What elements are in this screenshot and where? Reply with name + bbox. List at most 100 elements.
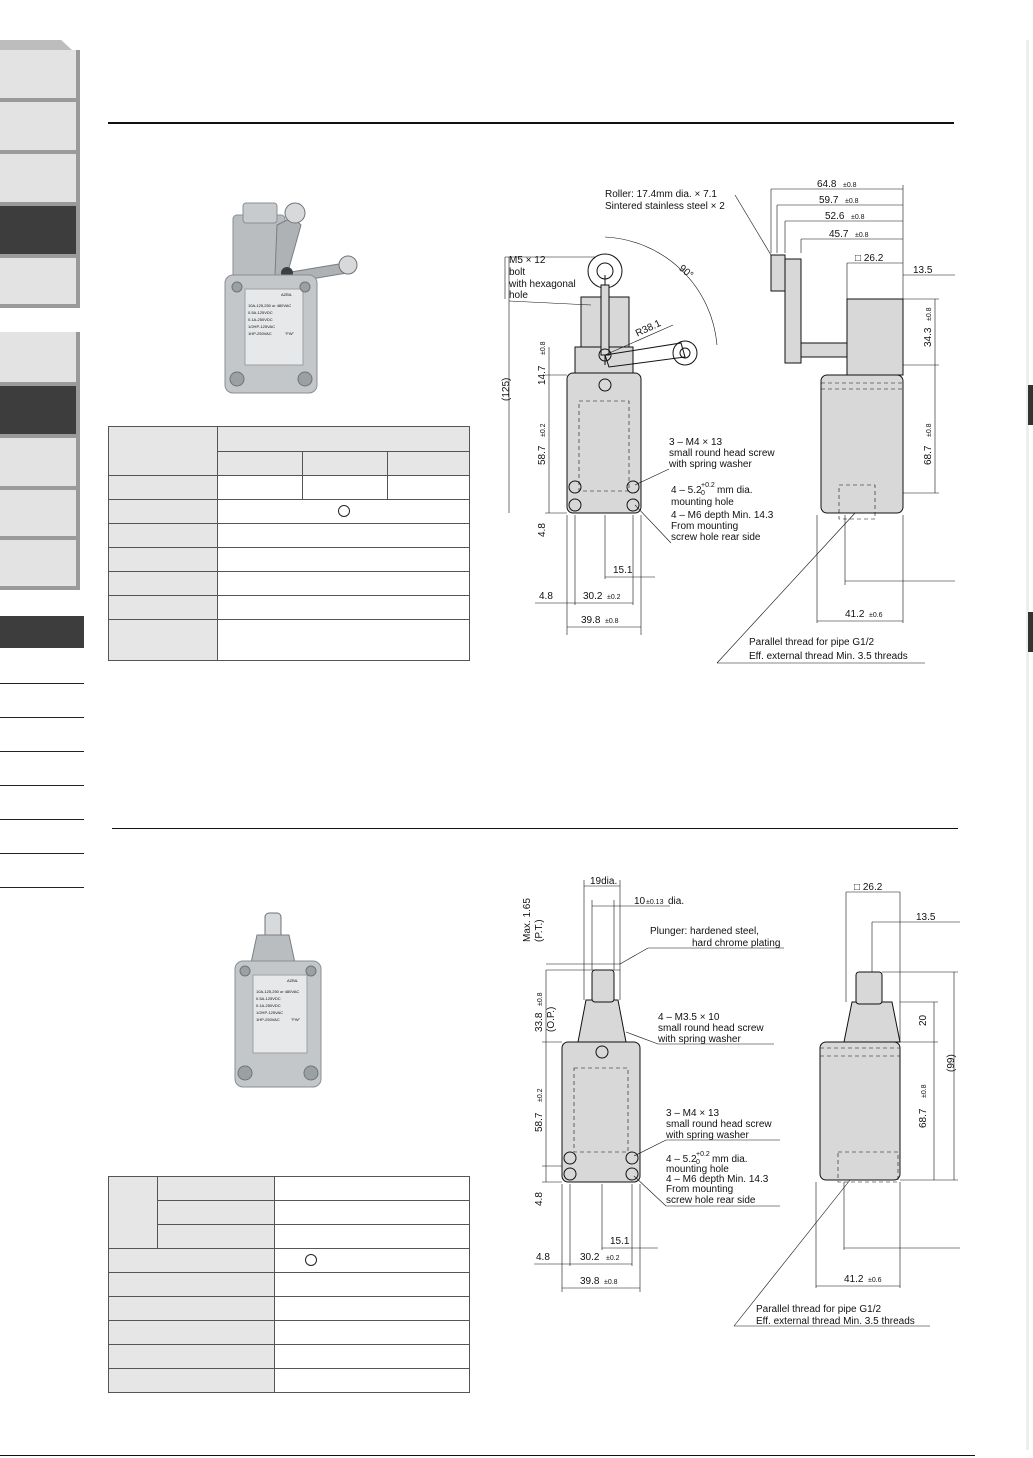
dim-tol: ±0.2 — [607, 594, 621, 601]
dim-41-2: 41.2 — [845, 609, 865, 620]
dim-15-1: 15.1 — [613, 565, 633, 576]
dim-59-7: 59.7 — [819, 195, 839, 206]
callout-thread: Eff. external thread Min. 3.5 threads — [756, 1316, 915, 1327]
photo-label-tag: "FW" — [285, 331, 295, 336]
table-cell — [387, 475, 470, 500]
section-rule-top — [108, 122, 954, 124]
dim-58-7: 58.7 — [537, 445, 548, 465]
table-row-label — [108, 1344, 275, 1369]
dim-26-2: □ 26.2 — [854, 882, 883, 893]
side-tab-7-active[interactable] — [0, 386, 80, 438]
side-nav-line[interactable] — [0, 887, 84, 888]
dim-tol: ±0.2 — [606, 1255, 620, 1262]
dim-68-7: 68.7 — [923, 445, 934, 465]
callout-mount: 4 – M6 depth Min. 14.3 — [666, 1174, 769, 1185]
dimension-drawing-plunger: 19dia. 10 ±0.13 dia. Max. 1.65 (P.T.) Pl… — [522, 876, 960, 1327]
side-nav-line[interactable] — [0, 717, 84, 718]
table-cell — [217, 571, 470, 596]
side-nav-line[interactable] — [0, 819, 84, 820]
side-tab-5[interactable] — [0, 258, 80, 308]
callout-screw-a: small round head screw — [658, 1023, 764, 1034]
photo-brand: AZBIL — [281, 292, 293, 297]
dim-19-dia: 19dia. — [590, 876, 617, 887]
dim-39-8: 39.8 — [580, 1276, 600, 1287]
dim-10-dia: 10 — [634, 896, 646, 907]
product-photo-plunger: AZBIL 10A-125,250 or 480VAC 0.5A-125VDC … — [225, 905, 335, 1095]
table-header-cell — [217, 426, 470, 452]
dim-13-5: 13.5 — [913, 265, 933, 276]
dim-tol: ±0.8 — [604, 1279, 618, 1286]
side-nav-line[interactable] — [0, 683, 84, 684]
table-cell — [217, 523, 470, 548]
table-cell — [274, 1344, 470, 1369]
table-cell — [274, 1248, 470, 1273]
dim-tol: ±0.8 — [843, 182, 857, 189]
section-rule-middle — [112, 828, 958, 829]
table-row-label — [108, 1248, 275, 1273]
dim-64-8: 64.8 — [817, 179, 837, 190]
side-tab-2[interactable] — [0, 102, 80, 154]
dim-tol: ±0.2 — [537, 1088, 544, 1102]
dim-33-8: 33.8 — [534, 1012, 545, 1032]
callout-mount-tol: +0.2 — [701, 482, 715, 489]
dim-angle: 90° — [676, 263, 695, 281]
table-header-cell — [108, 1176, 158, 1249]
side-tab-4-active[interactable] — [0, 206, 80, 258]
table-cell — [302, 475, 388, 500]
dim-4-8-vertical: 4.8 — [537, 523, 548, 537]
photo-label-line: 10A-125,250 or 480VAC — [256, 989, 299, 994]
table-cell — [274, 1272, 470, 1297]
dim-14-7: 14.7 — [537, 365, 548, 385]
dim-tol: ±0.8 — [605, 618, 619, 625]
photo-brand: AZBIL — [287, 978, 299, 983]
table-row-label — [108, 547, 218, 572]
callout-screw: with spring washer — [668, 459, 752, 470]
side-tab-6[interactable] — [0, 332, 80, 386]
callout-mount: 4 – 5.2 — [666, 1154, 697, 1165]
callout-mount: 4 – M6 depth Min. 14.3 — [671, 510, 774, 521]
photo-label-line: 1HP-250VAC — [256, 1017, 280, 1022]
right-edge-block — [1028, 612, 1033, 652]
dim-20: 20 — [918, 1014, 929, 1026]
dim-tol: ±0.8 — [926, 307, 933, 321]
dim-op: (O.P.) — [546, 1007, 557, 1032]
callout-screw-b: 3 – M4 × 13 — [666, 1108, 720, 1119]
table-cell — [217, 595, 470, 620]
table-cell — [274, 1176, 470, 1201]
dim-52-6: 52.6 — [825, 211, 845, 222]
photo-label-line: 0.5A-125VDC — [256, 996, 281, 1001]
dim-41-2: 41.2 — [844, 1274, 864, 1285]
callout-mount: 4 – 5.2 — [671, 485, 702, 496]
dim-68-7: 68.7 — [918, 1108, 929, 1128]
callout-roller: Roller: 17.4mm dia. × 7.1 — [605, 189, 717, 200]
side-tab-1[interactable] — [0, 50, 80, 102]
table-cell — [274, 1200, 470, 1225]
side-nav-line[interactable] — [0, 751, 84, 752]
dim-tol: ±0.8 — [540, 341, 547, 355]
side-tab-3[interactable] — [0, 154, 80, 206]
side-tab-8[interactable] — [0, 438, 80, 490]
callout-mount: From mounting — [671, 521, 738, 532]
callout-mount: screw hole rear side — [666, 1195, 756, 1206]
callout-screw-a: with spring washer — [657, 1034, 741, 1045]
dim-tol: ±0.8 — [851, 214, 865, 221]
dim-26-2: □ 26.2 — [855, 253, 884, 264]
callout-mount: mounting hole — [666, 1164, 729, 1175]
callout-screw-b: small round head screw — [666, 1119, 772, 1130]
circle-mark-icon — [305, 1254, 317, 1267]
table-row-label — [108, 1296, 275, 1321]
side-nav-line[interactable] — [0, 785, 84, 786]
callout-screw-a: 4 – M3.5 × 10 — [658, 1012, 720, 1023]
table-row-label — [108, 1368, 275, 1393]
callout-thread: Parallel thread for pipe G1/2 — [756, 1304, 882, 1315]
callout-mount: screw hole rear side — [671, 532, 761, 543]
photo-label-tag: "FW" — [291, 1017, 301, 1022]
side-tab-10[interactable] — [0, 540, 80, 590]
table-header-cell — [387, 450, 470, 476]
dim-125: (125) — [501, 378, 512, 401]
side-nav-line[interactable] — [0, 853, 84, 854]
table-cell — [274, 1320, 470, 1345]
side-tab-9[interactable] — [0, 490, 80, 540]
photo-label-line: 1/2HP-125VAC — [248, 324, 275, 329]
callout-screw: small round head screw — [669, 448, 775, 459]
